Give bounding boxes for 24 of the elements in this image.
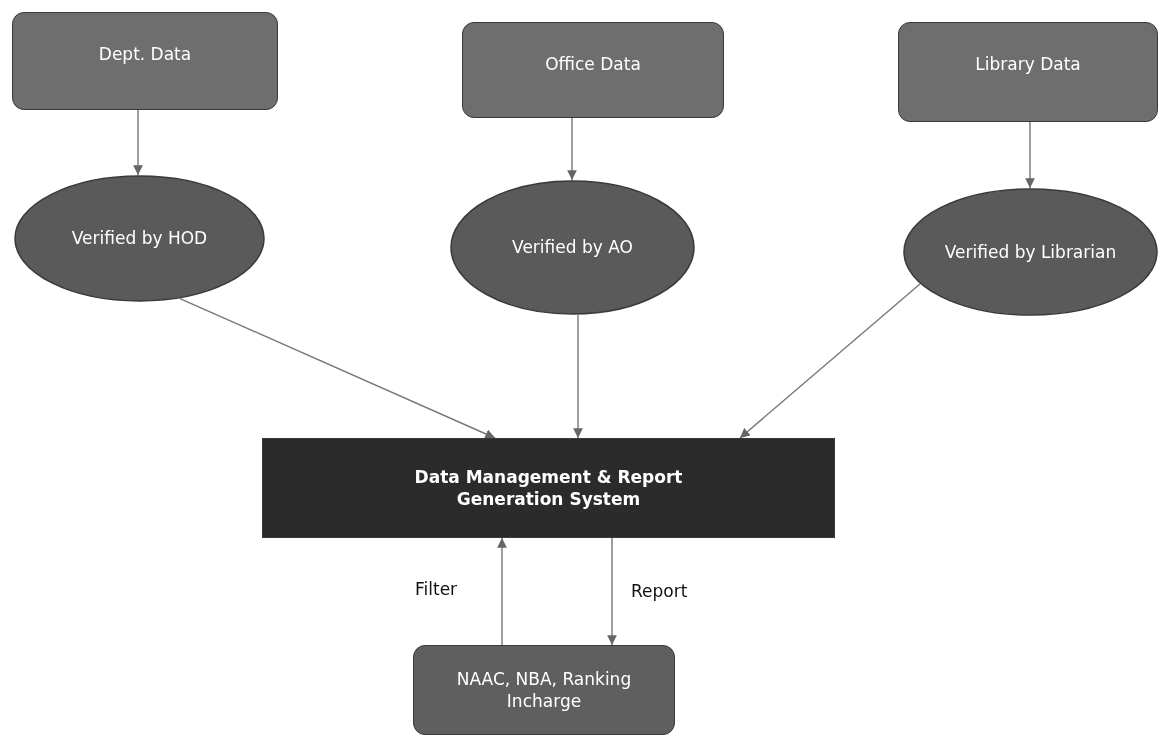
- process-box: [12, 12, 278, 110]
- node-label: Dept. Data: [97, 43, 193, 66]
- arrow: [497, 537, 507, 646]
- process-box: [462, 22, 724, 118]
- arrow: [1025, 121, 1035, 189]
- node-label: Library Data: [974, 53, 1082, 76]
- node-label: Data Management & Report Generation System: [413, 465, 684, 511]
- arrow: [133, 109, 143, 176]
- node-label: Verified by Librarian: [943, 240, 1118, 264]
- arrow: [607, 537, 617, 646]
- process-ellipse: [903, 188, 1158, 316]
- process-box: [413, 645, 675, 735]
- process-box: [262, 438, 835, 538]
- node-label: Office Data: [544, 53, 642, 76]
- process-ellipse: [14, 175, 265, 302]
- process-ellipse: [450, 180, 695, 315]
- node-label: Verified by HOD: [70, 227, 209, 250]
- process-box: [898, 22, 1158, 122]
- node-label: NAAC, NBA, Ranking Incharge: [455, 667, 633, 713]
- arrow: [739, 283, 921, 439]
- arrow: [573, 314, 583, 439]
- arrow: [179, 297, 496, 439]
- arrow: [567, 117, 577, 181]
- node-label: Verified by AO: [511, 236, 634, 259]
